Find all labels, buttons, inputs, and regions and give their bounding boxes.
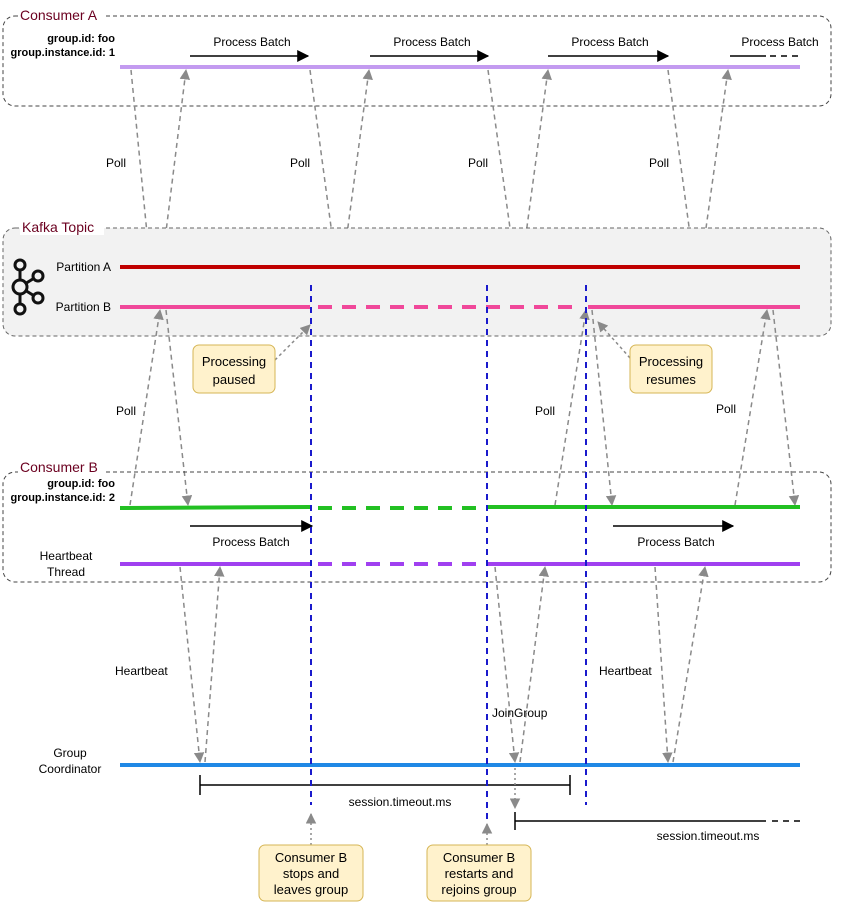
svg-text:rejoins group: rejoins group <box>441 882 516 897</box>
group-coordinator-label: Group <box>53 746 87 760</box>
heartbeat-arrows <box>179 565 709 764</box>
consumer-a-process-label: Process Batch <box>571 35 648 49</box>
consumer-a-process-label: Process Batch <box>741 35 818 49</box>
kafka-topic-group: Kafka Topic Partition A Partition B <box>2 219 832 337</box>
consumer-b-poll-label: Poll <box>716 402 736 416</box>
note-consumer-b-leaves: Consumer B stops and leaves group <box>258 812 364 902</box>
partition-a-label: Partition A <box>56 260 111 274</box>
session-timeout-bracket <box>199 775 571 795</box>
consumer-a-process-label: Process Batch <box>393 35 470 49</box>
consumer-b-process-label: Process Batch <box>212 535 289 549</box>
consumer-a-title: Consumer A <box>20 7 98 23</box>
consumer-b-poll-label: Poll <box>116 404 136 418</box>
svg-text:leaves group: leaves group <box>274 882 348 897</box>
note-processing-paused: Processing paused <box>192 324 311 394</box>
consumer-a-poll-label: Poll <box>290 156 310 170</box>
group-coordinator-label: Coordinator <box>39 762 102 776</box>
session-timeout-label: session.timeout.ms <box>657 829 760 843</box>
consumer-b-process-label: Process Batch <box>637 535 714 549</box>
note-consumer-b-rejoins: Consumer B restarts and rejoins group <box>426 822 532 902</box>
consumer-a-poll-label: Poll <box>106 156 126 170</box>
kafka-logo-icon <box>11 258 45 316</box>
heartbeat-thread-label: Thread <box>47 565 85 579</box>
svg-text:restarts and: restarts and <box>445 866 514 881</box>
svg-text:Processing: Processing <box>639 354 703 369</box>
consumer-a-container <box>2 15 832 107</box>
kafka-topic-title: Kafka Topic <box>22 219 94 235</box>
svg-text:paused: paused <box>213 372 256 387</box>
heartbeat-thread-label: Heartbeat <box>40 549 93 563</box>
consumer-a-instance-id: group.instance.id: 1 <box>10 47 115 59</box>
consumer-b-title: Consumer B <box>20 459 98 475</box>
heartbeat-label: Heartbeat <box>115 664 168 678</box>
event-markers <box>310 285 587 820</box>
session-timeout-bracket <box>514 812 802 830</box>
svg-text:resumes: resumes <box>646 372 696 387</box>
session-timeout-label: session.timeout.ms <box>349 795 452 809</box>
consumer-b-group-id: group.id: foo <box>47 478 115 490</box>
consumer-b-timeline <box>119 505 311 510</box>
consumer-b-poll-label: Poll <box>535 404 555 418</box>
consumer-a-poll-label: Poll <box>468 156 488 170</box>
consumer-b-instance-id: group.instance.id: 2 <box>10 492 115 504</box>
svg-text:Consumer B: Consumer B <box>443 850 515 865</box>
svg-text:Processing: Processing <box>202 354 266 369</box>
consumer-a-group: Consumer A group.id: foo group.instance.… <box>2 7 832 107</box>
partition-b-label: Partition B <box>56 300 111 314</box>
consumer-a-group-id: group.id: foo <box>47 33 115 45</box>
consumer-b-container <box>2 471 832 583</box>
svg-text:Consumer B: Consumer B <box>275 850 347 865</box>
svg-text:stops and: stops and <box>283 866 339 881</box>
consumer-b-group: Consumer B group.id: foo group.instance.… <box>2 459 832 583</box>
join-group-label: JoinGroup <box>492 706 548 720</box>
note-processing-resumes: Processing resumes <box>597 321 713 394</box>
heartbeat-label: Heartbeat <box>599 664 652 678</box>
group-coordinator-group: Group Coordinator session.timeout.ms ses… <box>39 746 802 843</box>
consumer-a-process-label: Process Batch <box>213 35 290 49</box>
consumer-a-poll-label: Poll <box>649 156 669 170</box>
kafka-topic-container <box>2 227 832 337</box>
consumer-b-poll-arrows <box>129 308 800 507</box>
